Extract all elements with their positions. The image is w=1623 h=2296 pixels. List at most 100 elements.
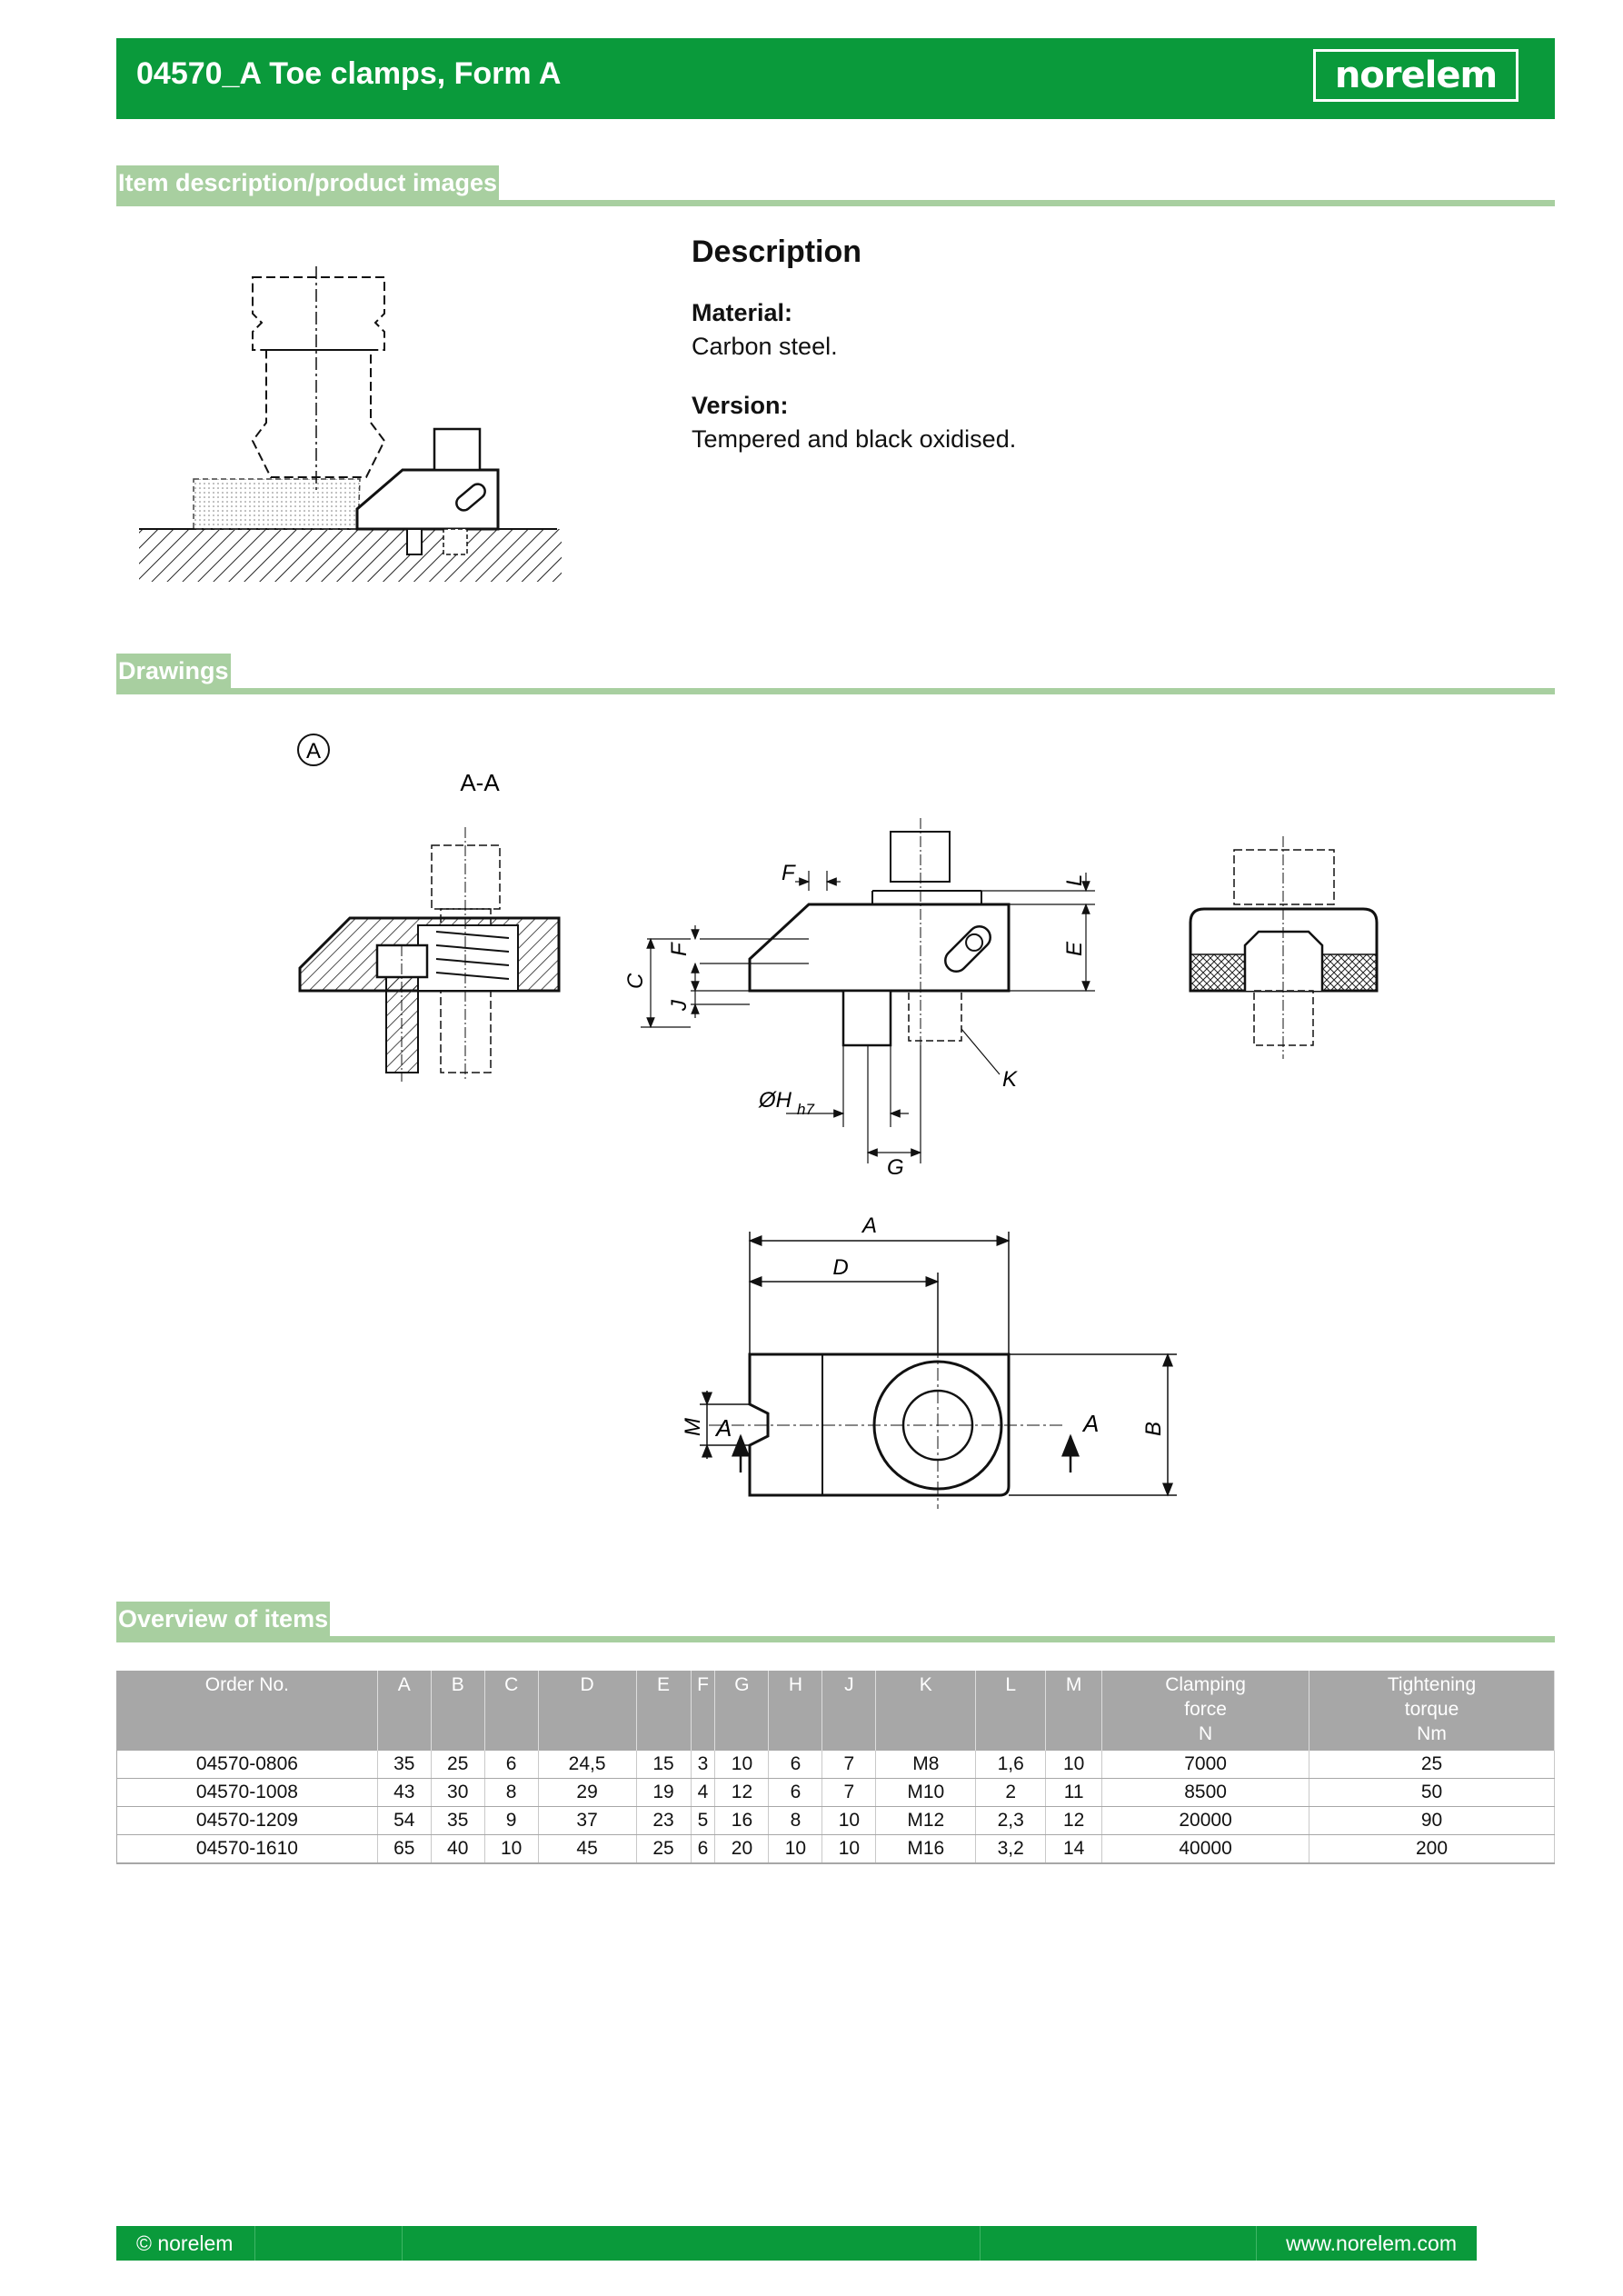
table-cell: 8 — [768, 1806, 823, 1835]
section-item-description: Item description/product images — [116, 165, 1555, 211]
side-view: F F C J E L K ØH h7 G — [623, 818, 1095, 1180]
dim-M: M — [681, 1418, 705, 1436]
dim-C: C — [623, 973, 648, 989]
norelem-logo: norelem — [1313, 49, 1518, 102]
website-link[interactable]: www.norelem.com — [1286, 2231, 1457, 2255]
column-header: J — [821, 1671, 877, 1751]
table-cell: 4 — [691, 1778, 716, 1807]
column-header-line: H — [788, 1674, 802, 1695]
section-label: Overview of items — [116, 1602, 331, 1636]
column-header-line: Clamping — [1165, 1674, 1246, 1695]
column-header-line: D — [580, 1674, 594, 1695]
table-cell: 200 — [1309, 1834, 1555, 1864]
table-cell: 04570-1008 — [116, 1778, 378, 1807]
table-cell: 40 — [431, 1834, 485, 1864]
section-drawings: Drawings — [116, 654, 1555, 699]
column-header-line: F — [697, 1674, 709, 1695]
table-cell: 19 — [636, 1778, 692, 1807]
table-cell: M10 — [875, 1778, 977, 1807]
section-view — [298, 827, 561, 1082]
dim-B: B — [1141, 1422, 1166, 1436]
table-cell: 2 — [975, 1778, 1047, 1807]
table-cell: 6 — [691, 1834, 716, 1864]
column-header-line: K — [919, 1674, 932, 1695]
dim-F: F — [667, 942, 692, 956]
table-cell: 6 — [768, 1751, 823, 1779]
material-value: Carbon steel. — [692, 333, 838, 360]
table-cell: 04570-1610 — [116, 1834, 378, 1864]
table-cell: 10 — [484, 1834, 539, 1864]
column-header-line: Order No. — [204, 1674, 289, 1695]
table-cell: 12 — [714, 1778, 770, 1807]
footer-divider — [1256, 2226, 1257, 2261]
table-cell: 7 — [821, 1778, 877, 1807]
end-view — [1189, 836, 1379, 1059]
page-title: 04570_A Toe clamps, Form A — [136, 56, 562, 91]
description-title: Description — [692, 235, 862, 269]
column-header: E — [636, 1671, 692, 1751]
column-header-line: Tightening — [1387, 1674, 1477, 1695]
table-cell: 7 — [821, 1751, 877, 1779]
dim-A: A — [861, 1213, 877, 1238]
table-cell: 24,5 — [538, 1751, 637, 1779]
column-header-line: G — [734, 1674, 750, 1695]
table-cell: 65 — [377, 1834, 432, 1864]
table-cell: 35 — [377, 1751, 432, 1779]
table-cell: 11 — [1045, 1778, 1103, 1807]
column-header-line: J — [844, 1674, 854, 1695]
table-cell: 16 — [714, 1806, 770, 1835]
footer-divider — [254, 2226, 255, 2261]
column-header-line: B — [451, 1674, 464, 1695]
cut-label-left: A — [714, 1414, 732, 1442]
column-header: M — [1045, 1671, 1103, 1751]
column-header: C — [484, 1671, 539, 1751]
table-cell: 10 — [1045, 1751, 1103, 1779]
table-cell: 10 — [821, 1806, 877, 1835]
column-header: H — [768, 1671, 823, 1751]
table-cell: 04570-1209 — [116, 1806, 378, 1835]
table-cell: 10 — [821, 1834, 877, 1864]
table-cell: M8 — [875, 1751, 977, 1779]
table-cell: 1,6 — [975, 1751, 1047, 1779]
column-header-line: force — [1184, 1699, 1227, 1720]
table-cell: 45 — [538, 1834, 637, 1864]
table-cell: 7000 — [1101, 1751, 1310, 1779]
version-label: Version: — [692, 392, 789, 419]
table-cell: 20 — [714, 1834, 770, 1864]
column-header-line: M — [1065, 1674, 1082, 1695]
dim-L: L — [1062, 874, 1087, 886]
table-cell: 8500 — [1101, 1778, 1310, 1807]
table-cell: 37 — [538, 1806, 637, 1835]
column-header: G — [714, 1671, 770, 1751]
material-label: Material: — [692, 299, 793, 326]
column-header: F — [691, 1671, 716, 1751]
table-cell: 90 — [1309, 1806, 1555, 1835]
column-header-line: Nm — [1417, 1723, 1447, 1744]
table-cell: 30 — [431, 1778, 485, 1807]
section-rule — [116, 1636, 1555, 1642]
table-cell: 25 — [636, 1834, 692, 1864]
table-cell: 6 — [768, 1778, 823, 1807]
table-cell: 10 — [768, 1834, 823, 1864]
section-view-label: A-A — [460, 769, 500, 796]
top-view: A D B M A A — [681, 1213, 1177, 1509]
technical-drawing: A A-A — [297, 734, 1379, 1509]
column-header: Order No. — [116, 1671, 378, 1751]
form-label: A — [306, 739, 321, 764]
page-footer: © norelem www.norelem.com — [116, 2226, 1477, 2261]
column-header-line: A — [397, 1674, 411, 1695]
dim-E: E — [1062, 941, 1087, 956]
table-cell: 04570-0806 — [116, 1751, 378, 1779]
table-cell: 23 — [636, 1806, 692, 1835]
table-cell: 43 — [377, 1778, 432, 1807]
table-cell: 2,3 — [975, 1806, 1047, 1835]
column-header-line: C — [504, 1674, 519, 1695]
table-cell: 29 — [538, 1778, 637, 1807]
section-rule — [116, 200, 1555, 206]
